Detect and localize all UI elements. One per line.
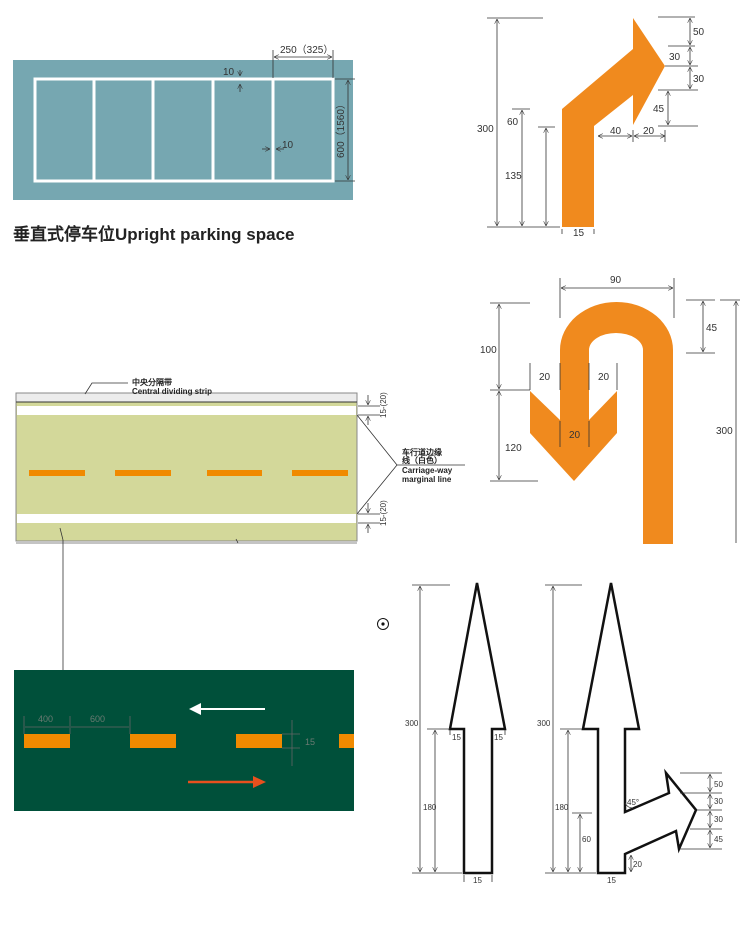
dim-15: 15 [607,876,616,885]
marginal-line-top [17,406,356,415]
dim-300: 300 [405,719,419,728]
dim-90: 90 [610,275,622,286]
dim-180: 180 [423,803,437,812]
straight-right-arrow-shape [581,582,698,875]
dim-30a: 30 [669,52,681,63]
edge-label-en-1: Carriage-way [402,466,453,475]
parking-width-dim: 250（325） [280,44,333,56]
center-dashes [29,470,348,476]
center-point-icon [377,618,389,630]
dim-bottom-marginal: 15-(20) [379,500,388,526]
lane-plan-diagram: 400 600 15 [14,670,354,811]
dim-dash-length: 400 [38,714,53,724]
dim-20: 20 [633,860,642,869]
strip-label-cn: 中央分隔带 [132,377,172,387]
parking-length-dim: 600（1560） [335,99,347,158]
dim-50: 50 [693,27,705,38]
straight-arrow-shape [448,582,507,875]
dim-45: 45 [714,835,723,844]
marginal-line-bottom [17,514,356,523]
dim-30a: 30 [714,797,723,806]
dim-stem-width: 15 [573,228,585,239]
dim-300: 300 [537,719,551,728]
dim-20-left: 20 [539,372,551,383]
dim-15-left: 15 [452,733,461,742]
parking-outline [33,77,335,183]
dim-top-marginal: 15-(20) [379,392,388,418]
dim-30b: 30 [714,815,723,824]
parking-title: 垂直式停车位Upright parking space [13,224,294,244]
dim-15-right: 15 [494,733,503,742]
dim-300: 300 [477,124,494,135]
u-turn-arrow-diagram: 90 100 120 20 20 20 45 300 [480,275,740,544]
dim-20-center: 20 [569,430,581,441]
left-direction-arrow [189,703,265,715]
dim-100: 100 [480,345,497,356]
dim-45: 45 [706,323,718,334]
dim-dash-width: 15 [305,737,315,747]
u-turn-arrow-shape [530,302,673,544]
straight-right-arrow-diagram: 300 180 60 20 45° 15 50 30 30 45 [537,582,723,885]
dim-45: 45 [653,104,665,115]
dim-60: 60 [507,117,519,128]
right-turn-arrow-shape [562,18,665,227]
straight-arrow-diagram: 300 180 15 15 15 [405,582,507,885]
dim-300: 300 [716,426,733,437]
dim-20: 20 [643,126,655,137]
right-direction-arrow [188,776,266,788]
parking-line-side-dim: 10 [282,140,294,151]
dim-gap-length: 600 [90,714,105,724]
dim-40: 40 [610,126,622,137]
angle-45: 45° [627,798,639,807]
parking-diagram: 250（325） 10 10 600（1560） 垂直式停车位Upright p… [13,44,355,244]
dim-135: 135 [505,171,522,182]
lane-dashes [24,734,354,748]
dim-120: 120 [505,443,522,454]
right-turn-arrow-diagram: 300 60 135 15 50 30 30 45 40 20 [477,16,705,239]
edge-label-cn-1: 车行道边缘 [402,447,442,457]
dim-50: 50 [714,780,723,789]
edge-label-en-2: marginal line [402,475,452,484]
edge-label-cn-2: 线（白色） [402,455,442,465]
dim-20-right: 20 [598,372,610,383]
parking-background [13,60,353,200]
dim-180: 180 [555,803,569,812]
road-section-diagram: 中央分隔带 Central dividing strip 15-(20) 15-… [15,377,465,670]
strip-label-en: Central dividing strip [132,387,212,396]
dim-15-bottom: 15 [473,876,482,885]
dim-60: 60 [582,835,591,844]
parking-dividers [92,79,275,181]
parking-line-top-dim: 10 [223,67,235,78]
lane-plan-background [14,670,354,811]
dim-30b: 30 [693,74,705,85]
